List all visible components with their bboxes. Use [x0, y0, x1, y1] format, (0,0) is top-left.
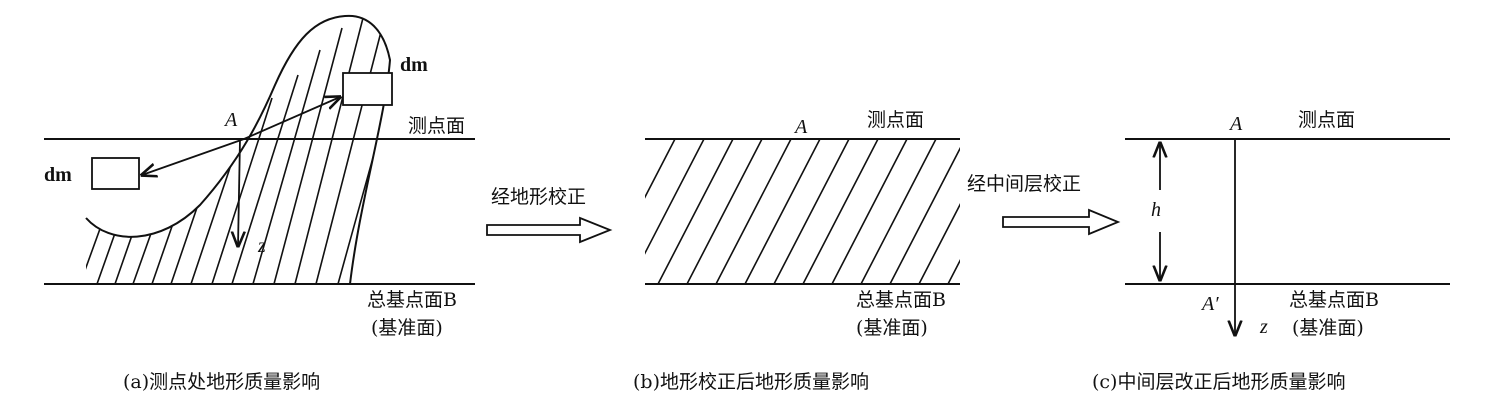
hollow-arrow-2: [1002, 208, 1121, 236]
label-point-a-b: A: [793, 116, 808, 138]
transition-arrow-2: 经中间层校正: [967, 173, 1121, 236]
label-base-plane-b: 总基点面B: [856, 289, 946, 311]
label-datum-b: (基准面): [856, 317, 928, 339]
label-station-plane-b: 测点面: [867, 109, 924, 131]
label-station-plane-a: 测点面: [408, 115, 465, 137]
panel-c: h A A′ z 测点面 总基点面B (基准面) (c)中间层改正后地形质量影响: [1092, 109, 1450, 393]
caption-c: (c)中间层改正后地形质量影响: [1092, 371, 1345, 393]
label-dm-right: dm: [400, 54, 428, 76]
label-z-c: z: [1259, 316, 1268, 338]
arrow-to-mass-left: [142, 138, 245, 175]
label-datum-a: (基准面): [371, 317, 443, 339]
arrow-to-mass-right: [243, 97, 340, 140]
label-point-a: A: [223, 109, 238, 131]
caption-b: (b)地形校正后地形质量影响: [633, 371, 869, 393]
hollow-arrow-1: [486, 216, 613, 244]
label-station-plane-c: 测点面: [1298, 109, 1355, 131]
z-axis-arrow-a: [238, 138, 240, 246]
arrow-2-label: 经中间层校正: [967, 173, 1081, 195]
terrain-profile: [85, 14, 392, 285]
panel-b: A 测点面 总基点面B (基准面) (b)地形校正后地形质量影响: [633, 109, 960, 393]
mass-element-right: [342, 72, 393, 106]
panel-b-hatching: [645, 140, 960, 284]
mass-element-left: [91, 157, 140, 190]
label-dm-left: dm: [44, 164, 72, 186]
arrow-1-label: 经地形校正: [491, 186, 586, 208]
panel-a: dm dm A z 测点面 总基点面B (基准面) (a)测点处地形质量影响: [44, 14, 475, 393]
label-z-a: z: [257, 235, 266, 257]
label-datum-c: (基准面): [1292, 317, 1364, 339]
caption-a: (a)测点处地形质量影响: [123, 371, 320, 393]
label-base-plane-a: 总基点面B: [367, 289, 457, 311]
label-base-plane-c: 总基点面B: [1289, 289, 1379, 311]
label-height-h: h: [1151, 199, 1161, 221]
transition-arrow-1: 经地形校正: [486, 186, 613, 244]
label-point-a-prime: A′: [1200, 293, 1219, 315]
label-point-a-c: A: [1228, 113, 1243, 135]
